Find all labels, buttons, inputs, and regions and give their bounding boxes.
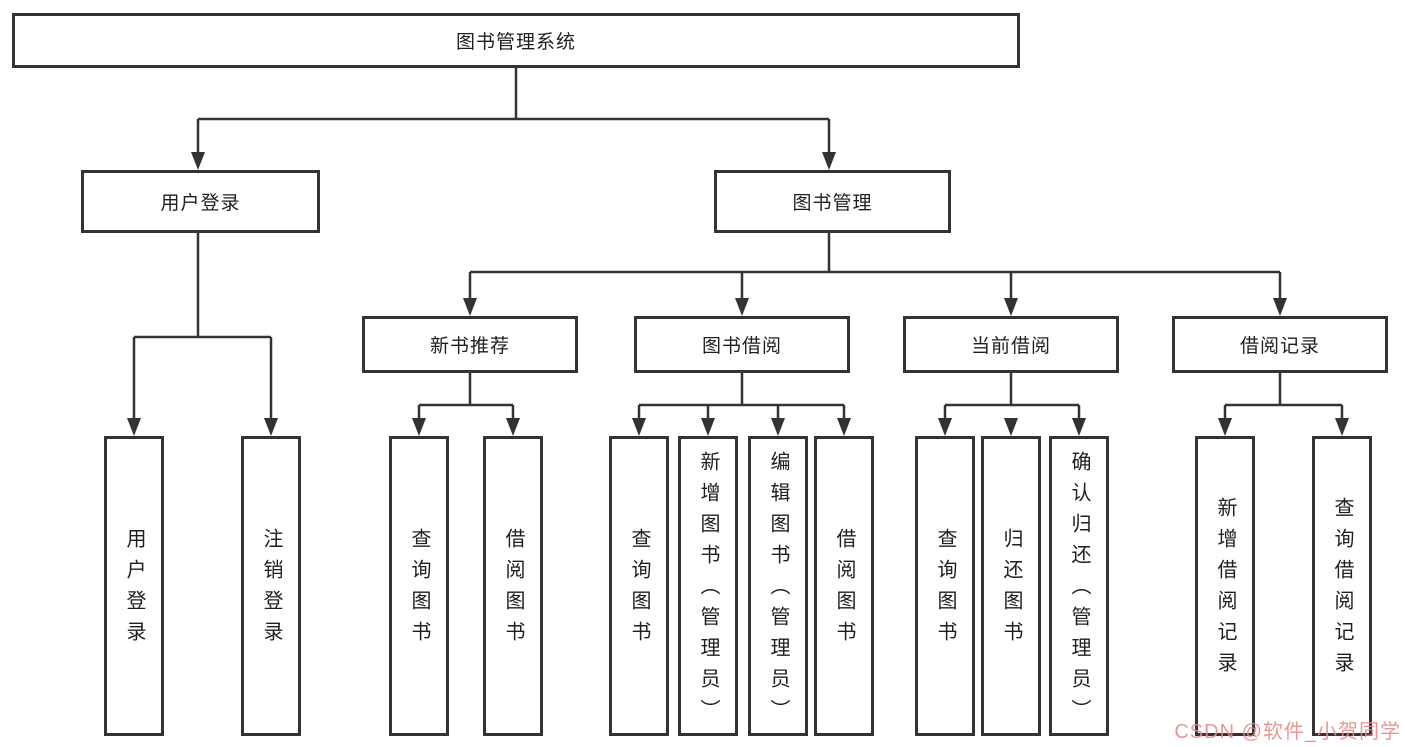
node-leaf-return-books: 归还图书 xyxy=(981,436,1041,736)
node-leaf-edit-books-admin-label: 编辑图书（管理员） xyxy=(767,450,789,730)
node-leaf-add-books-admin: 新增图书（管理员） xyxy=(678,436,738,736)
node-leaf-borrow-books-2-label: 借阅图书 xyxy=(833,528,855,652)
node-leaf-query-books-3: 查询图书 xyxy=(915,436,975,736)
node-leaf-borrow-books-1: 借阅图书 xyxy=(483,436,543,736)
csdn-watermark: CSDN @软件_小贺同学 xyxy=(1174,721,1401,743)
node-leaf-query-borrow-record-label: 查询借阅记录 xyxy=(1331,497,1353,683)
node-current-borrowing: 当前借阅 xyxy=(903,316,1119,373)
node-book-borrowing-label: 图书借阅 xyxy=(701,336,782,357)
node-leaf-logout: 注销登录 xyxy=(241,436,301,736)
node-book-borrowing: 图书借阅 xyxy=(634,316,850,373)
node-root-label: 图书管理系统 xyxy=(455,32,576,53)
node-leaf-borrow-books-2: 借阅图书 xyxy=(814,436,874,736)
arrowheads xyxy=(127,152,1349,436)
node-leaf-confirm-return-admin-label: 确认归还（管理员） xyxy=(1068,450,1090,730)
node-leaf-query-books-1-label: 查询图书 xyxy=(408,528,430,652)
node-leaf-user-login: 用户登录 xyxy=(104,436,164,736)
node-new-book-recommend-label: 新书推荐 xyxy=(429,336,510,357)
node-leaf-query-books-1: 查询图书 xyxy=(389,436,449,736)
node-borrowing-records: 借阅记录 xyxy=(1172,316,1388,373)
node-leaf-add-borrow-record-label: 新增借阅记录 xyxy=(1214,497,1236,683)
node-book-management-label: 图书管理 xyxy=(792,193,873,214)
node-leaf-user-login-label: 用户登录 xyxy=(123,528,145,652)
node-book-management: 图书管理 xyxy=(714,170,951,233)
node-leaf-query-borrow-record: 查询借阅记录 xyxy=(1312,436,1372,736)
node-leaf-query-books-3-label: 查询图书 xyxy=(934,528,956,652)
node-user-login: 用户登录 xyxy=(81,170,320,233)
node-new-book-recommend: 新书推荐 xyxy=(362,316,578,373)
node-leaf-query-books-2-label: 查询图书 xyxy=(628,528,650,652)
node-user-login-label: 用户登录 xyxy=(160,193,241,214)
node-borrowing-records-label: 借阅记录 xyxy=(1239,336,1320,357)
node-root: 图书管理系统 xyxy=(12,13,1020,68)
node-leaf-logout-label: 注销登录 xyxy=(260,528,282,652)
node-leaf-add-borrow-record: 新增借阅记录 xyxy=(1195,436,1255,736)
node-leaf-add-books-admin-label: 新增图书（管理员） xyxy=(697,450,719,730)
node-leaf-edit-books-admin: 编辑图书（管理员） xyxy=(748,436,808,736)
node-current-borrowing-label: 当前借阅 xyxy=(970,336,1051,357)
node-leaf-query-books-2: 查询图书 xyxy=(609,436,669,736)
node-leaf-return-books-label: 归还图书 xyxy=(1000,528,1022,652)
node-leaf-confirm-return-admin: 确认归还（管理员） xyxy=(1049,436,1109,736)
node-leaf-borrow-books-1-label: 借阅图书 xyxy=(502,528,524,652)
